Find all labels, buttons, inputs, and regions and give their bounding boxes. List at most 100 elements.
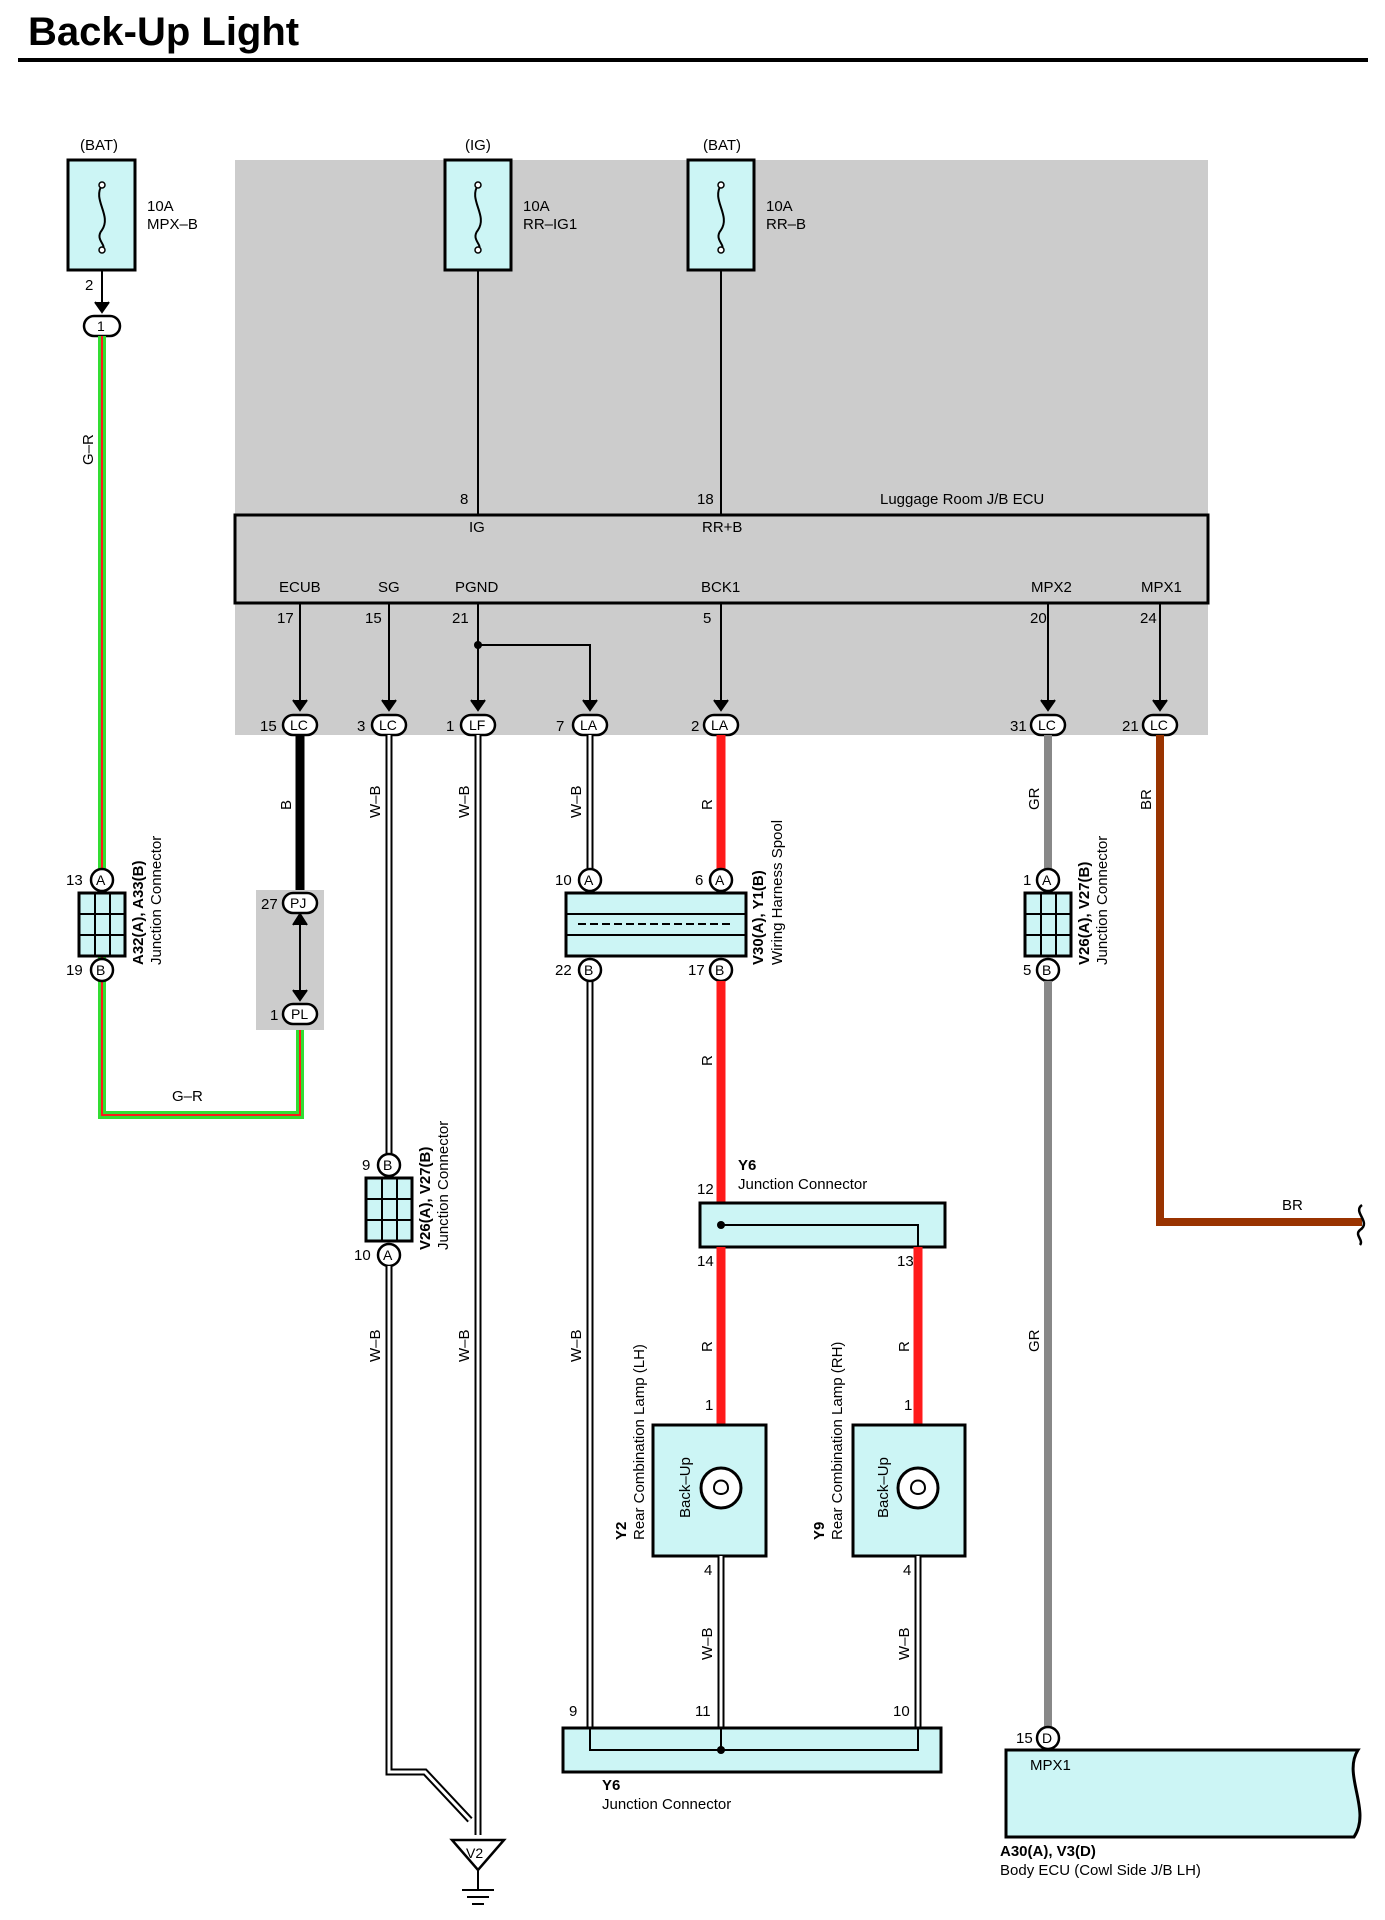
wire-w-b-sg-lower	[385, 1266, 473, 1823]
conn-name: V30(A), Y1(B)	[750, 870, 767, 965]
fuse-rating: 10A	[147, 198, 174, 215]
wire-label-g-r: G–R	[80, 434, 97, 465]
wire-label-w-b: W–B	[568, 785, 585, 818]
conn-pin-num: 11	[695, 1703, 711, 1720]
ecu-pin-label-mpx2: MPX2	[1031, 579, 1072, 596]
rear-combination-lamp-lh: 1 Back–Up 4 Y2 Rear Combination Lamp (LH…	[613, 1344, 768, 1579]
ecu-top-pin-num-18: 18	[697, 491, 714, 508]
rear-combination-lamp-rh: 1 Back–Up 4 Y9 Rear Combination Lamp (RH…	[811, 1342, 967, 1579]
ecu-pin-label-bck1: BCK1	[701, 579, 740, 596]
arrow-icon	[582, 699, 598, 712]
ecu-pin-label-pgnd: PGND	[455, 579, 499, 596]
conn-label-pj: PJ	[290, 895, 306, 911]
conn-desc: Wiring Harness Spool	[769, 820, 786, 965]
wire-label-gr: GR	[1026, 787, 1043, 810]
conn-pin-a: A	[584, 872, 594, 888]
ecu-pin-label-mpx1: MPX1	[1141, 579, 1182, 596]
conn-num-pl: 1	[270, 1007, 278, 1024]
conn-label: LA	[580, 717, 598, 733]
lamp-pin-in: 1	[904, 1397, 912, 1414]
fuse-rating: 10A	[766, 198, 793, 215]
ecu-pin-num-21: 21	[452, 610, 469, 627]
ecu-top-pin-label-ig: IG	[469, 519, 485, 536]
wire-label-br: BR	[1138, 789, 1155, 810]
lamp-pin-out: 4	[903, 1562, 911, 1579]
wire-label-w-b: W–B	[456, 1329, 473, 1362]
body-ecu-pin-label: MPX1	[1030, 1757, 1071, 1774]
conn-pin-num-a: 13	[66, 872, 83, 889]
arrow-icon	[1152, 699, 1168, 712]
conn-pin-num-a: 10	[354, 1247, 371, 1264]
ecu-pin-label-sg: SG	[378, 579, 400, 596]
conn-pin-num: 12	[697, 1181, 714, 1198]
page-title: Back-Up Light	[28, 10, 300, 54]
arrow-icon	[381, 699, 397, 712]
conn-desc: Junction Connector	[1094, 836, 1111, 965]
conn-pin-b: B	[584, 962, 593, 978]
fuse-source-ig: (IG)	[465, 137, 491, 154]
conn-label-pl: PL	[291, 1006, 308, 1022]
lamp-name: Rear Combination Lamp (LH)	[631, 1344, 648, 1540]
wire-br	[1156, 735, 1362, 1226]
conn-pin-num: 10	[555, 872, 572, 889]
conn-num: 15	[260, 718, 277, 735]
conn-label: LA	[711, 717, 729, 733]
conn-num-pj: 27	[261, 896, 278, 913]
ecu-pin-num-5: 5	[703, 610, 711, 627]
lamp-bulb-icon	[699, 1466, 743, 1510]
conn-desc: Junction Connector	[435, 1121, 452, 1250]
junction-connector-v26-left: B 9 A 10 V26(A), V27(B) Junction Connect…	[354, 1121, 452, 1268]
conn-pin-num: 10	[893, 1703, 910, 1720]
wire-label-b: B	[278, 800, 295, 810]
wire-label-r: R	[699, 799, 716, 810]
ecu-pin-num-24: 24	[1140, 610, 1157, 627]
arrow-icon	[713, 699, 729, 712]
conn-pin-b: B	[96, 962, 105, 978]
conn-pin-a: A	[1042, 872, 1052, 888]
ecu-name: Luggage Room J/B ECU	[880, 491, 1044, 508]
arrow-icon	[1040, 699, 1056, 712]
arrow-icon	[470, 699, 486, 712]
wire-label-g-r-bottom: G–R	[172, 1088, 203, 1105]
lamp-name: Rear Combination Lamp (RH)	[829, 1342, 846, 1540]
conn-label: LC	[290, 717, 308, 733]
wire-label-w-b: W–B	[367, 1329, 384, 1362]
ecu-top-pin-num-8: 8	[460, 491, 468, 508]
fuse-name: RR–IG1	[523, 216, 577, 233]
wire-g-r	[98, 336, 304, 1119]
lamp-label: Back–Up	[875, 1457, 892, 1518]
conn-name: A32(A), A33(B)	[130, 861, 147, 965]
wire-label-w-b: W–B	[456, 785, 473, 818]
junction-connector-v26-right: A 1 B 5 V26(A), V27(B) Junction Connecto…	[1023, 836, 1111, 983]
fuse-source-bat: (BAT)	[80, 137, 118, 154]
title-rule	[18, 58, 1368, 62]
conn-name: Y6	[738, 1157, 756, 1174]
fuse-rating: 10A	[523, 198, 550, 215]
conn-label: LC	[1150, 717, 1168, 733]
conn-num: 3	[357, 718, 365, 735]
conn-name: V26(A), V27(B)	[417, 1147, 434, 1250]
fuse-name: MPX–B	[147, 216, 198, 233]
lamp-label: Back–Up	[677, 1457, 694, 1518]
conn-label: D	[1042, 1730, 1052, 1746]
conn-label: LC	[379, 717, 397, 733]
wire-label-gr: GR	[1026, 1329, 1043, 1352]
ecu-pin-num-17: 17	[277, 610, 294, 627]
conn-num: 7	[556, 718, 564, 735]
conn-pin-b: B	[715, 962, 724, 978]
conn-pin-num-b: 19	[66, 962, 83, 979]
fuse-rr-ig1: (IG) 10A RR–IG1	[443, 137, 577, 272]
conn-pin-num: 17	[688, 962, 705, 979]
conn-desc: Junction Connector	[602, 1796, 731, 1813]
arrow-icon	[94, 301, 110, 314]
conn-name: V26(A), V27(B)	[1076, 862, 1093, 965]
conn-pin-num: 22	[555, 962, 572, 979]
body-ecu: D 15 MPX1 A30(A), V3(D) Body ECU (Cowl S…	[1000, 1725, 1362, 1879]
ground-label: V2	[466, 1845, 483, 1861]
ecu-top-pin-label-rrb: RR+B	[702, 519, 742, 536]
conn-desc: Junction Connector	[738, 1176, 867, 1193]
junction-connector-y6-top: Y6 Junction Connector 12 14 13	[697, 1157, 947, 1270]
conn-num: 31	[1010, 718, 1027, 735]
fuse-pin: 2	[85, 277, 93, 294]
wire-label-w-b: W–B	[568, 1329, 585, 1362]
